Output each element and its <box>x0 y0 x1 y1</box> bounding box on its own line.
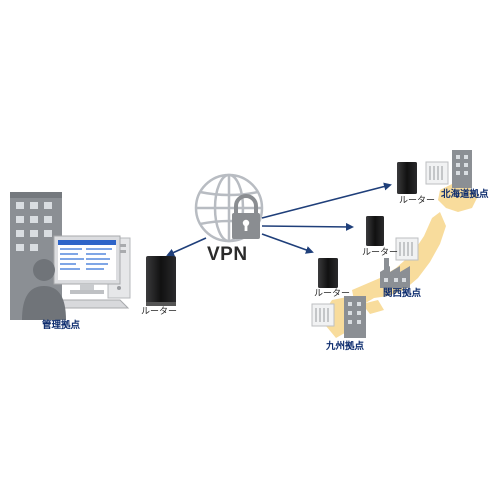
arrow-to-kyushu <box>261 233 314 254</box>
kansai-factory-icon <box>380 258 410 288</box>
hokkaido-building-icon <box>452 150 472 188</box>
hokkaido-router-label: ルーター <box>399 196 436 206</box>
vpn-arrows <box>166 182 392 257</box>
hq-building-icon <box>10 192 62 320</box>
lock-icon <box>232 194 260 239</box>
hq-site-label: 管理拠点 <box>42 320 81 331</box>
arrow-to-hokkaido <box>261 182 392 219</box>
arrow-to-kansai <box>261 222 354 231</box>
hokkaido-site-label: 北海道拠点 <box>441 189 489 200</box>
hokkaido-router-icon <box>397 162 417 194</box>
hq-router-label: ルーター <box>141 307 178 317</box>
globe-icon <box>194 173 264 243</box>
hq-router-icon <box>146 256 176 306</box>
kyushu-router-icon <box>318 258 338 288</box>
person-icon <box>22 259 66 320</box>
kyushu-building-icon <box>344 296 366 338</box>
kansai-router-label: ルーター <box>362 248 399 258</box>
kyushu-server-icon <box>311 303 335 327</box>
kansai-router-icon <box>366 216 384 246</box>
kansai-site-label: 関西拠点 <box>383 288 422 299</box>
hokkaido-server-icon <box>425 161 449 185</box>
kyushu-site-label: 九州拠点 <box>326 341 365 352</box>
kansai-server-icon <box>395 237 419 261</box>
kyushu-router-label: ルーター <box>314 289 351 299</box>
monitor-icon <box>53 235 121 294</box>
arrow-to-hq <box>166 237 207 257</box>
vpn-label: VPN <box>207 244 248 265</box>
